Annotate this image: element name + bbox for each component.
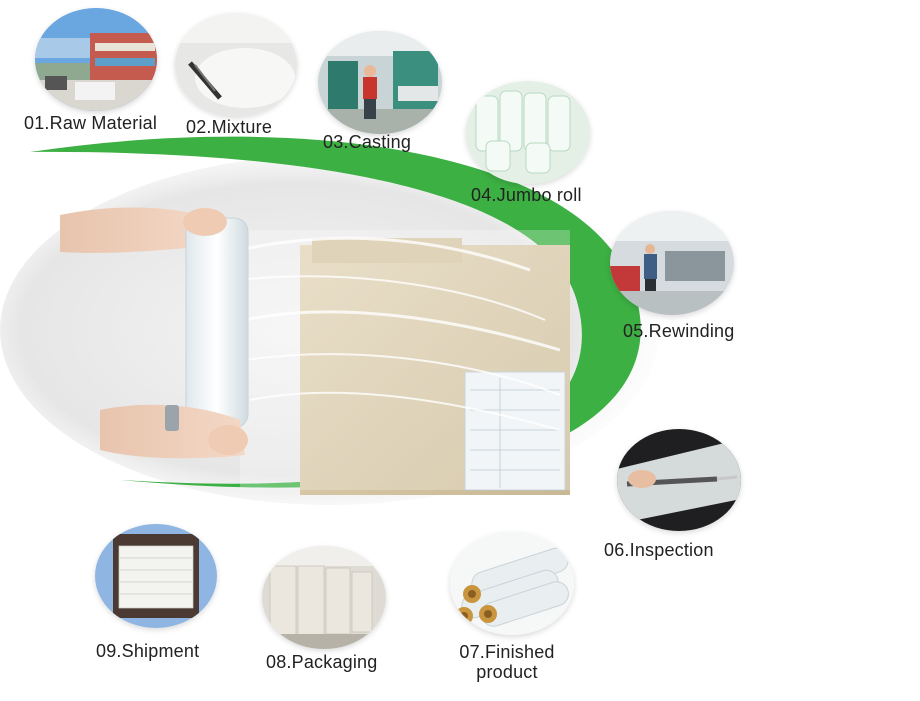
packaging-photo — [262, 546, 386, 649]
step-label-rewinding: 05.Rewinding — [623, 321, 735, 341]
mixture-photo — [175, 13, 297, 116]
jumbo-roll-photo-icon — [466, 81, 590, 184]
step-label-finished-line2: product — [476, 662, 538, 682]
rewinding-workshop-photo-icon — [610, 211, 734, 315]
inspection-photo — [617, 429, 741, 531]
jumbo-roll-photo — [466, 81, 590, 184]
shipment-photo — [95, 524, 217, 628]
step-label-finished-line1: 07.Finished — [459, 642, 555, 662]
finished-product-photo — [450, 532, 574, 635]
step-label-jumbo-roll: 04.Jumbo roll — [471, 185, 582, 205]
step-label-packaging: 08.Packaging — [266, 652, 378, 672]
finished-rolls-photo-icon — [450, 532, 574, 635]
step-label-inspection: 06.Inspection — [604, 540, 714, 560]
step-label-shipment: 09.Shipment — [96, 641, 200, 661]
step-label-finished-product: 07.Finished product — [452, 642, 562, 682]
step-label-mixture: 02.Mixture — [186, 117, 273, 137]
warehouse-cartons-photo-icon — [262, 546, 386, 649]
casting-machine-photo-icon — [318, 31, 442, 134]
inspection-knife-photo-icon — [617, 429, 741, 531]
mixing-photo-icon — [175, 13, 297, 116]
casting-photo — [318, 31, 442, 134]
step-label-casting: 03.Casting — [323, 132, 412, 152]
container-loading-photo-icon — [95, 524, 217, 628]
rewinding-photo — [610, 211, 734, 315]
step-label-raw-material: 01.Raw Material — [24, 113, 158, 133]
raw-material-photo — [35, 8, 157, 111]
factory-yard-photo-icon — [35, 8, 157, 111]
